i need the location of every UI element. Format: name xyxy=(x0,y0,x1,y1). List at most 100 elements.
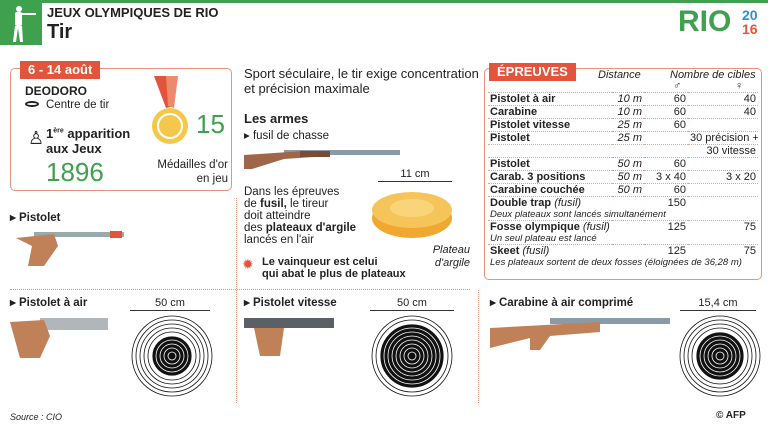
event-distance xyxy=(612,244,644,257)
pistolet-vitesse-text: Pistolet vitesse xyxy=(252,297,337,309)
event-note: Deux plateaux sont lancés simultanément xyxy=(490,209,666,220)
event-name: Pistolet xyxy=(490,158,530,171)
plateau-1: Plateau xyxy=(432,244,470,256)
female-icon: ♀ xyxy=(735,80,744,92)
target-ring xyxy=(167,351,177,361)
event-women: 40 xyxy=(688,92,758,106)
rosette-icon: ✹ xyxy=(242,256,254,272)
event-women: 75 xyxy=(688,244,758,257)
medals-count: 15 xyxy=(196,109,225,139)
air-pistol-image xyxy=(10,318,108,358)
table-row: 30 vitesse xyxy=(488,144,758,158)
event-name: Carabine xyxy=(490,106,538,119)
desc-2: de fusil, le tireur xyxy=(244,198,356,210)
pistolet-air-size: 50 cm xyxy=(130,297,210,311)
table-note-row: Deux plateaux sont lancés simultanément xyxy=(488,209,758,221)
event-name: Carab. 3 positions xyxy=(490,171,586,184)
target-disc-icon xyxy=(25,101,39,107)
credit: © AFP xyxy=(716,410,746,421)
first-year: 1896 xyxy=(46,157,104,187)
pistolet-air-label: ▸ Pistolet à air xyxy=(10,297,88,309)
shotgun-image xyxy=(244,150,400,169)
event-women: 40 xyxy=(688,105,758,119)
dates-tag: 6 - 14 août xyxy=(20,61,101,79)
event-distance: 50 m xyxy=(612,183,644,197)
desc-2c: le tireur xyxy=(286,198,329,210)
epreuves-panel xyxy=(484,68,762,280)
event-sub: (fusil) xyxy=(522,245,550,257)
top-rule xyxy=(0,0,768,3)
event-name: Carabine couchée xyxy=(490,184,585,197)
medals-label-2: en jeu xyxy=(196,173,228,185)
event-sub: (fusil) xyxy=(582,221,610,233)
first-2: apparition xyxy=(63,126,131,141)
event-women: 75 xyxy=(688,220,758,233)
page-title: Tir xyxy=(47,21,73,43)
event-sub: (fusil) xyxy=(554,197,582,209)
desc-4b: plateaux d'argile xyxy=(265,222,357,234)
event-men: 150 xyxy=(644,196,688,209)
info-panel xyxy=(10,68,232,191)
shooter-icon xyxy=(0,0,42,45)
target-air-rifle xyxy=(679,315,761,397)
divider xyxy=(236,198,237,403)
target-air-pistol xyxy=(131,315,213,397)
event-men: 60 xyxy=(644,157,688,171)
desc-4: des plateaux d'argile xyxy=(244,222,356,234)
first-1: 1 xyxy=(46,126,54,141)
event-name: Fosse olympique xyxy=(490,221,580,233)
event-men: 125 xyxy=(644,244,688,257)
fusil-label: ▸ fusil de chasse xyxy=(244,130,330,142)
event-women xyxy=(688,183,758,197)
rapid-pistol-image xyxy=(244,318,334,356)
event-distance: 25 m xyxy=(612,118,644,132)
pistolet-vitesse-label: ▸ Pistolet vitesse xyxy=(244,297,337,309)
col-cibles: Nombre de cibles xyxy=(670,69,756,81)
desc-4a: des xyxy=(244,222,266,234)
carabine-air-text: Carabine à air comprimé xyxy=(498,297,634,309)
first-3: aux Jeux xyxy=(46,141,102,156)
fusil-text: fusil de chasse xyxy=(252,130,330,142)
gold-medal-icon xyxy=(152,76,188,144)
target-ring xyxy=(407,351,417,361)
event-men xyxy=(644,131,688,145)
pistolet-label: ▸ Pistolet xyxy=(10,212,61,224)
event-women xyxy=(688,196,758,209)
source: Source : CIO xyxy=(10,412,63,422)
col-distance: Distance xyxy=(598,69,641,81)
year-bottom: 16 xyxy=(742,21,758,37)
winner-2: qui abat le plus de plateaux xyxy=(262,268,406,280)
event-men: 60 xyxy=(644,118,688,132)
carabine-air-size: 15,4 cm xyxy=(680,297,756,311)
event-men: 60 xyxy=(644,92,688,106)
event-women: 3 x 20 xyxy=(688,170,758,184)
torch-icon: ♙ xyxy=(28,128,45,148)
armes-title: Les armes xyxy=(244,111,309,126)
event-men: 3 x 40 xyxy=(644,170,688,184)
event-distance xyxy=(612,196,644,209)
pistolet-text: Pistolet xyxy=(18,212,61,224)
epreuves-tag: ÉPREUVES xyxy=(489,63,576,81)
winner-1: Le vainqueur est celui xyxy=(262,256,378,268)
event-distance: 10 m xyxy=(612,105,644,119)
event-women xyxy=(688,157,758,171)
venue-sub: Centre de tir xyxy=(46,99,110,111)
target-ring xyxy=(715,351,725,361)
clay-pigeon-image xyxy=(372,192,452,238)
fusil-desc: Dans les épreuves de fusil, le tireur do… xyxy=(244,186,356,246)
event-distance xyxy=(612,144,644,158)
desc-5: lancés en l'air xyxy=(244,234,314,246)
event-name: Pistolet xyxy=(490,132,530,145)
venue: DEODORO xyxy=(25,84,88,98)
